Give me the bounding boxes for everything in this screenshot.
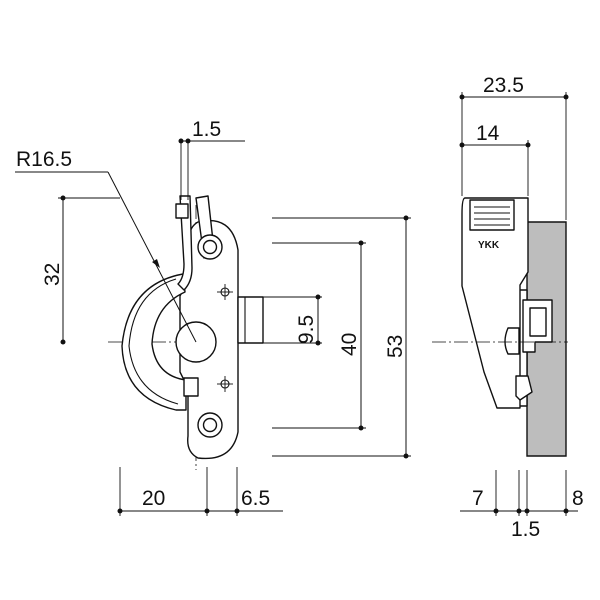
width-right-label: 6.5 bbox=[241, 487, 270, 510]
gap-label: 1.5 bbox=[192, 118, 221, 141]
gap-dimension: 1.5 bbox=[178, 118, 245, 200]
side-bottom-dimensions: 7 1.5 8 bbox=[460, 470, 584, 541]
hole-pitch-dimension: 40 bbox=[272, 240, 366, 431]
latch-pin bbox=[504, 327, 520, 355]
top-rivet-mark bbox=[217, 284, 233, 300]
top-screw-hole-inner bbox=[202, 239, 218, 255]
overall-depth-dimension: 23.5 bbox=[459, 74, 569, 220]
frame-label: 8 bbox=[572, 487, 584, 510]
spacer-label: 1.5 bbox=[511, 518, 540, 541]
side-body bbox=[461, 197, 529, 409]
lever-slot bbox=[183, 377, 199, 397]
side-view: YKK 23.5 14 bbox=[432, 74, 584, 541]
front-view: R16.5 1.5 32 20 bbox=[15, 118, 411, 516]
lower-clip bbox=[515, 375, 533, 401]
body-depth-dimension: 14 bbox=[459, 122, 531, 196]
bottom-screw-hole-inner bbox=[202, 417, 218, 433]
hole-pitch-label: 40 bbox=[338, 333, 361, 356]
brand-logo: YKK bbox=[478, 240, 500, 251]
body-depth-label: 14 bbox=[476, 122, 500, 145]
overall-depth-label: 23.5 bbox=[483, 74, 524, 97]
radius-dimension: R16.5 bbox=[15, 148, 197, 343]
overall-height-dimension: 53 bbox=[272, 215, 411, 459]
height-to-center-label: 32 bbox=[41, 263, 64, 286]
handle-knob bbox=[175, 203, 189, 219]
handle-arm bbox=[177, 195, 193, 291]
overall-height-label: 53 bbox=[384, 335, 407, 358]
radius-label: R16.5 bbox=[16, 148, 72, 171]
strike-dimension: 9.5 bbox=[263, 294, 322, 346]
width-left-label: 20 bbox=[142, 487, 165, 510]
bottom-width-dimensions: 20 6.5 bbox=[117, 467, 283, 516]
bottom-rivet-mark bbox=[217, 376, 233, 392]
height-to-center-dimension: 32 bbox=[41, 195, 120, 345]
strike-tab bbox=[237, 296, 264, 344]
strike-label: 9.5 bbox=[295, 315, 318, 344]
left-offset-label: 7 bbox=[472, 487, 484, 510]
latch-tooth bbox=[529, 307, 547, 337]
crescent-inner-edge bbox=[128, 278, 179, 405]
